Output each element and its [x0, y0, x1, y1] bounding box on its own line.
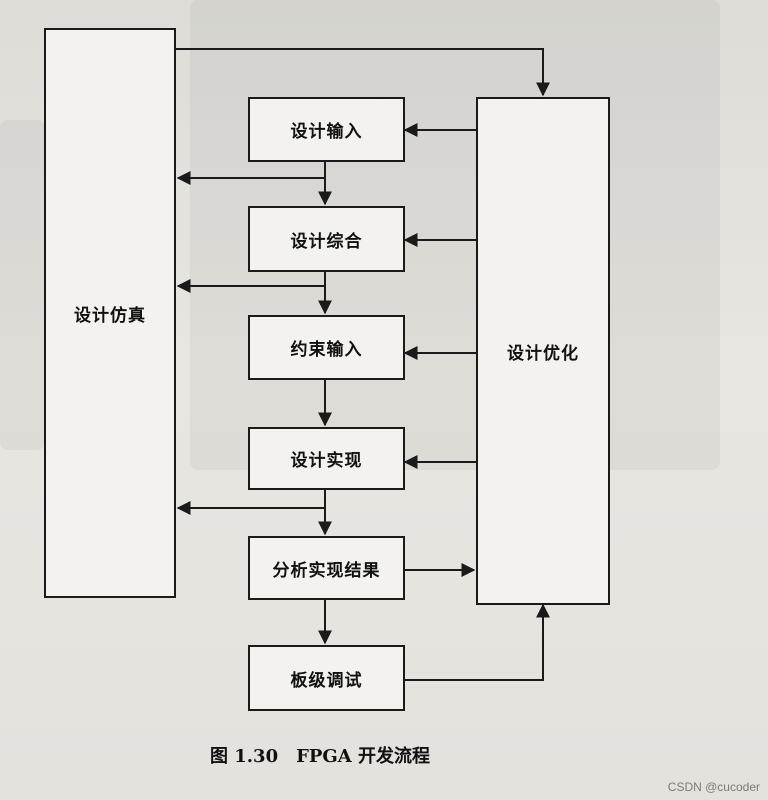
node-label: 设计输入	[290, 122, 363, 142]
node-design-implementation: 设计实现	[248, 427, 405, 490]
node-design-optimization: 设计优化	[476, 97, 610, 605]
node-label: 板级调试	[290, 670, 363, 691]
node-label: 设计仿真	[74, 305, 146, 326]
node-design-simulation: 设计仿真	[44, 28, 176, 598]
background-texture	[0, 120, 45, 450]
node-label: 约束输入	[290, 340, 363, 360]
node-label: 设计实现	[290, 451, 363, 471]
node-label: 分析实现结果	[272, 560, 381, 581]
watermark: CSDN @cucoder	[667, 780, 760, 794]
node-label: 设计综合	[290, 231, 363, 252]
figure-caption: 图 1.30 FPGA 开发流程	[209, 746, 431, 767]
arrow-debug-to-optimization	[405, 603, 550, 681]
arrow-simulation-to-optimization	[176, 48, 550, 97]
node-analyze-results: 分析实现结果	[248, 536, 405, 600]
node-design-input: 设计输入	[248, 97, 405, 162]
node-label: 设计优化	[507, 343, 579, 364]
node-board-debug: 板级调试	[248, 645, 405, 711]
node-constraint-input: 约束输入	[248, 315, 405, 380]
node-design-synthesis: 设计综合	[248, 206, 405, 272]
